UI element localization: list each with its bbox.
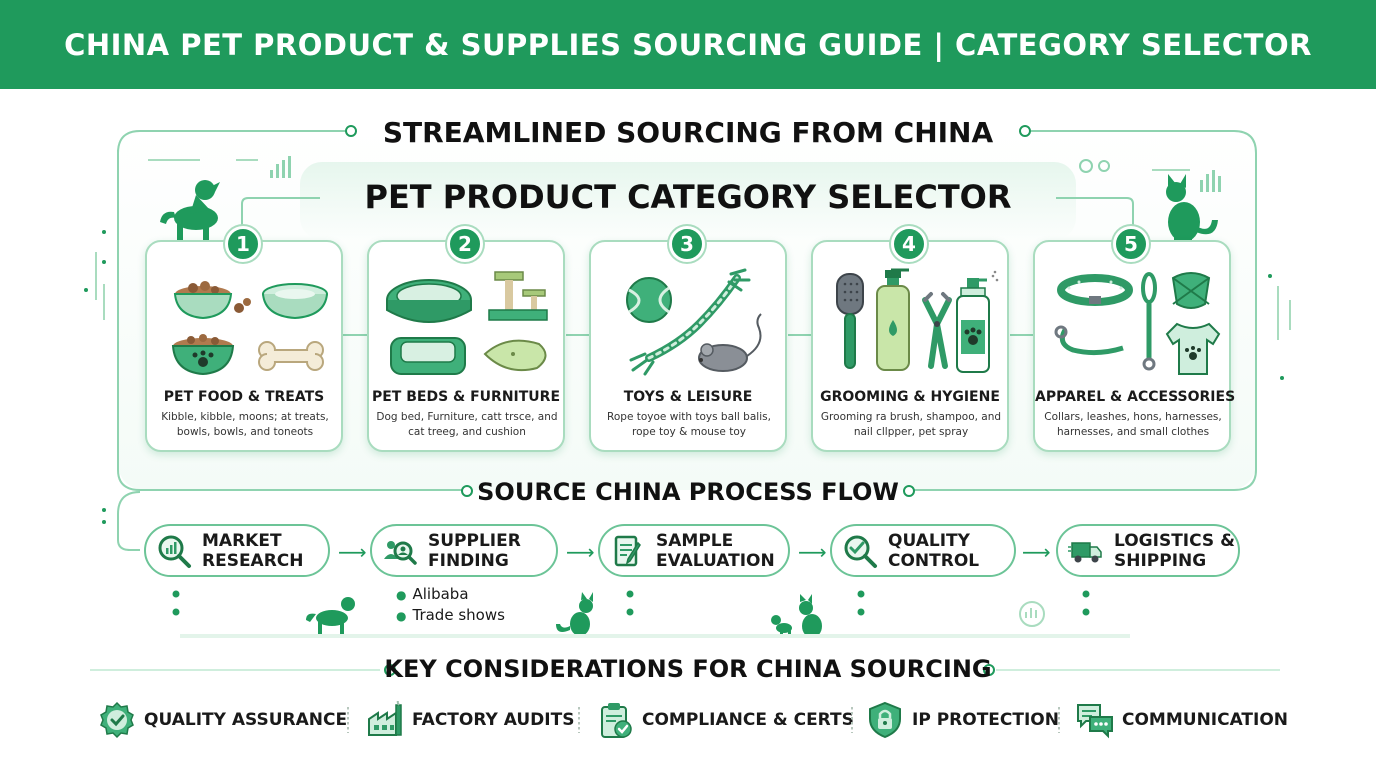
pet-food-illustration: [171, 281, 328, 376]
consideration-communication: COMMUNICATION: [1076, 700, 1288, 740]
category-card-pet-food[interactable]: PET FOOD & TREATS Kibble, kibble, moons;…: [145, 240, 343, 452]
key-considerations-title: KEY CONSIDERATIONS FOR CHINA SOURCING: [384, 655, 992, 683]
paw-bowl-icon: [171, 334, 235, 376]
tennis-ball-icon: [626, 277, 672, 323]
flow-arrow-icon: ⟶: [798, 540, 827, 564]
flow-arrow-icon: ⟶: [1022, 540, 1051, 564]
divider: [578, 707, 580, 733]
grooming-illustration: [836, 268, 999, 373]
consideration-compliance: COMPLIANCE & CERTS: [596, 700, 854, 740]
shield-lock-icon: [869, 701, 901, 739]
category-title: TOYS & LEISURE: [623, 389, 753, 405]
chat-bubbles-icon: [1077, 704, 1113, 739]
consideration-quality-assurance: QUALITY ASSURANCE: [98, 700, 347, 740]
category-number-badge: 3: [669, 226, 705, 262]
cat-tree-icon: [488, 271, 548, 321]
category-desc: Dog bed, Furniture, catt trsce, and cat …: [376, 411, 558, 438]
category-desc: Collars, leashes, hons, harnesses, harne…: [1044, 411, 1222, 438]
mouse-toy-icon: [698, 313, 762, 372]
flow-title: SOURCE CHINA PROCESS FLOW: [477, 478, 899, 506]
category-desc: Grooming ra brush, shampoo, and nail cll…: [820, 411, 1002, 438]
cushion-icon: [483, 339, 547, 372]
magnifier-chart-icon: [158, 535, 191, 568]
collar-icon: [1057, 274, 1133, 306]
supplier-sources-list: ●Alibaba ●Trade shows: [396, 584, 505, 626]
divider: [347, 707, 349, 733]
shampoo-icon: [876, 268, 910, 371]
list-item: ●Alibaba: [396, 585, 469, 603]
clothes-icon: [1165, 322, 1221, 375]
empty-bowl-icon: [262, 283, 328, 320]
category-title: APPAREL & ACCESSORIES: [1035, 389, 1236, 405]
category-number-badge: 1: [225, 226, 261, 262]
category-card-toys[interactable]: TOYS & LEISURE Rope toyoe with toys ball…: [589, 240, 787, 452]
toys-illustration: [626, 268, 762, 376]
consideration-factory-audits: FACTORY AUDITS: [366, 700, 574, 740]
flow-arrow-icon: ⟶: [338, 540, 367, 564]
round-bed-icon: [386, 279, 472, 323]
category-number-badge: 4: [891, 226, 927, 262]
category-card-apparel[interactable]: APPAREL & ACCESSORIES Collars, leashes, …: [1033, 240, 1236, 452]
divider: [851, 707, 853, 733]
leash-icon: [1054, 272, 1157, 371]
page-title: CHINA PET PRODUCT & SUPPLIES SOURCING GU…: [64, 27, 1312, 62]
divider: [1058, 707, 1060, 733]
spray-icon: [956, 270, 999, 373]
list-item: ●Trade shows: [396, 606, 505, 624]
bone-icon: [258, 341, 324, 371]
consideration-ip-protection: IP PROTECTION: [866, 700, 1059, 740]
food-bowl-icon: [173, 281, 251, 320]
header-banner: CHINA PET PRODUCT & SUPPLIES SOURCING GU…: [0, 0, 1376, 89]
harness-icon: [1171, 272, 1211, 309]
rope-toy-icon: [629, 268, 751, 376]
document-pen-icon: [614, 535, 641, 567]
truck-icon: [1068, 542, 1102, 563]
brush-icon: [836, 273, 864, 369]
flow-arrow-icon: ⟶: [566, 540, 595, 564]
category-title: GROOMING & HYGIENE: [820, 389, 1000, 405]
quality-badge-icon: [100, 701, 134, 739]
selector-title: PET PRODUCT CATEGORY SELECTOR: [364, 178, 1012, 216]
category-desc: Kibble, kibble, moons; at treats, bowls,…: [161, 411, 329, 438]
streamlined-title: STREAMLINED SOURCING FROM CHINA: [382, 116, 994, 149]
apparel-illustration: [1054, 272, 1221, 375]
flow-step-logistics[interactable]: LOGISTICS &SHIPPING: [1056, 524, 1240, 577]
category-number-badge: 5: [1113, 226, 1149, 262]
dog-silhouette-left: [160, 180, 220, 242]
category-card-pet-beds[interactable]: PET BEDS & FURNITURE Dog bed, Furniture,…: [367, 240, 565, 452]
cat-silhouette-right: [1166, 174, 1218, 242]
pet-beds-illustration: [386, 271, 548, 375]
nail-clipper-icon: [922, 292, 952, 369]
supplier-search-icon: [384, 541, 417, 565]
clipboard-check-icon: [601, 703, 632, 738]
category-number-badge: 2: [447, 226, 483, 262]
category-title: PET BEDS & FURNITURE: [371, 389, 561, 405]
flow-step-label: LOGISTICS &SHIPPING: [1114, 531, 1235, 571]
category-card-grooming[interactable]: GROOMING & HYGIENE Grooming ra brush, sh…: [811, 240, 1009, 452]
factory-icon: [368, 701, 402, 736]
category-title: PET FOOD & TREATS: [163, 389, 325, 405]
category-desc: Rope toyoe with toys ball balis, rope to…: [607, 411, 771, 438]
square-bed-icon: [390, 337, 466, 375]
check-magnifier-icon: [844, 535, 877, 568]
